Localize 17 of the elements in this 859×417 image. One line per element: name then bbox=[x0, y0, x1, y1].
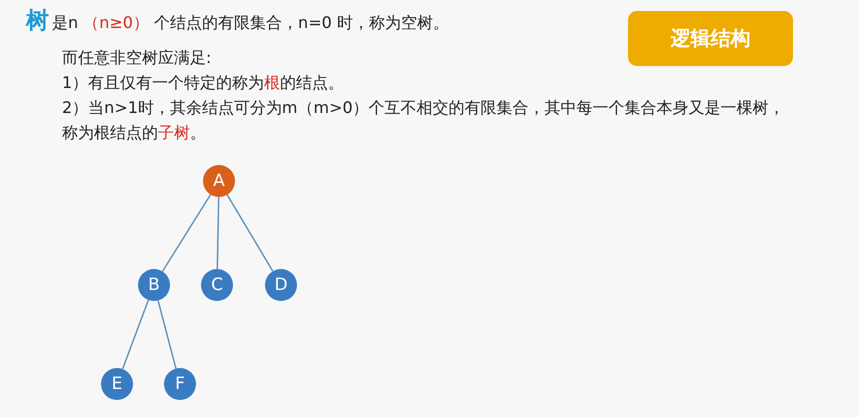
tree-edge bbox=[226, 194, 274, 272]
tree-edge bbox=[157, 300, 177, 369]
text-line: 2）当n>1时，其余结点可分为m（m>0）个互不相交的有限集合，其中每一个集合本身又是一棵树，称为根结点的子树。 bbox=[62, 97, 786, 144]
tag-box: 逻辑结构 bbox=[628, 11, 793, 66]
tree-edge bbox=[122, 300, 150, 370]
tree-edge bbox=[216, 196, 220, 270]
text-line: 而任意非空树应满足: bbox=[62, 47, 212, 69]
tree-node: E bbox=[101, 368, 133, 400]
heading: 树 bbox=[26, 7, 49, 35]
tree-node: C bbox=[201, 269, 233, 301]
tree-node: A bbox=[203, 165, 235, 197]
tree-node: F bbox=[164, 368, 196, 400]
text-line: 1）有且仅有一个特定的称为根的结点。 bbox=[62, 72, 346, 94]
text-line: 是n （n≥0） 个结点的有限集合，n=0 时，称为空树。 bbox=[52, 12, 450, 34]
tree-edge bbox=[162, 194, 212, 272]
tree-node: D bbox=[265, 269, 297, 301]
tree-node: B bbox=[138, 269, 170, 301]
